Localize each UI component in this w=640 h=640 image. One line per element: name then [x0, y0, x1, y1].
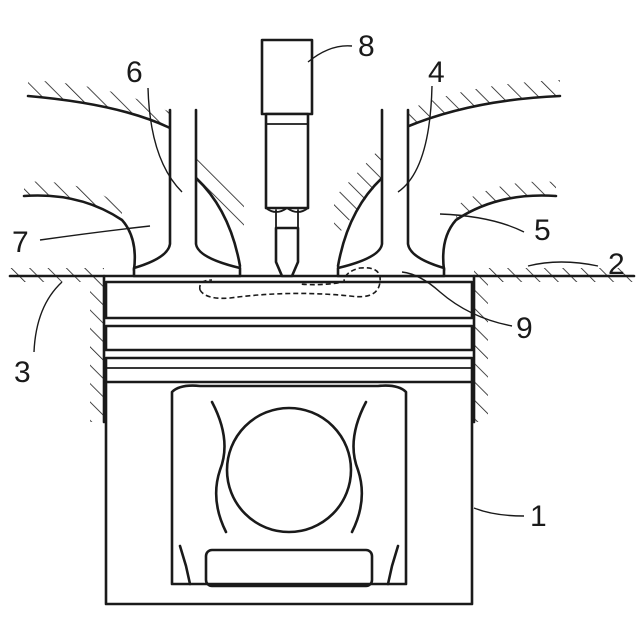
- label-9: 9: [516, 312, 533, 345]
- leader-7: [40, 226, 150, 240]
- piston-lower-left-step: [180, 546, 190, 584]
- intake-port-lower-hatch: [24, 182, 122, 221]
- injector: [262, 40, 312, 276]
- label-2: 2: [608, 248, 625, 281]
- piston-ring-land-1: [106, 326, 472, 350]
- intake-wall-hatch: [196, 146, 244, 240]
- label-3: 3: [14, 356, 31, 389]
- leader-3: [34, 282, 62, 352]
- piston-left-rib: [212, 402, 226, 532]
- piston-lower-right-step: [388, 546, 398, 584]
- piston: [106, 268, 472, 604]
- label-6: 6: [126, 56, 143, 89]
- piston-pin-bore: [227, 408, 351, 532]
- injector-upper-body: [262, 40, 312, 114]
- label-5: 5: [534, 214, 551, 247]
- label-8: 8: [358, 30, 375, 63]
- label-1: 1: [530, 500, 547, 533]
- leader-8: [308, 46, 352, 62]
- exhaust-wall-hatch: [334, 146, 382, 240]
- piston-skirt: [106, 382, 472, 604]
- liner-right-hatch: [474, 282, 488, 422]
- piston-ring-land-2: [106, 358, 472, 382]
- piston-lower-pocket: [206, 550, 372, 586]
- piston-right-rib: [352, 402, 366, 532]
- label-4: 4: [428, 56, 445, 89]
- injector-nozzle-tip: [276, 228, 298, 276]
- piston-crown: [106, 282, 472, 318]
- leader-1: [474, 508, 524, 516]
- liner-left-hatch: [90, 282, 104, 422]
- injector-tip-ridges: [276, 210, 298, 228]
- injector-nozzle-body: [266, 114, 308, 208]
- cylinder-head: [10, 80, 634, 282]
- leader-2: [528, 262, 598, 266]
- label-7: 7: [12, 226, 29, 259]
